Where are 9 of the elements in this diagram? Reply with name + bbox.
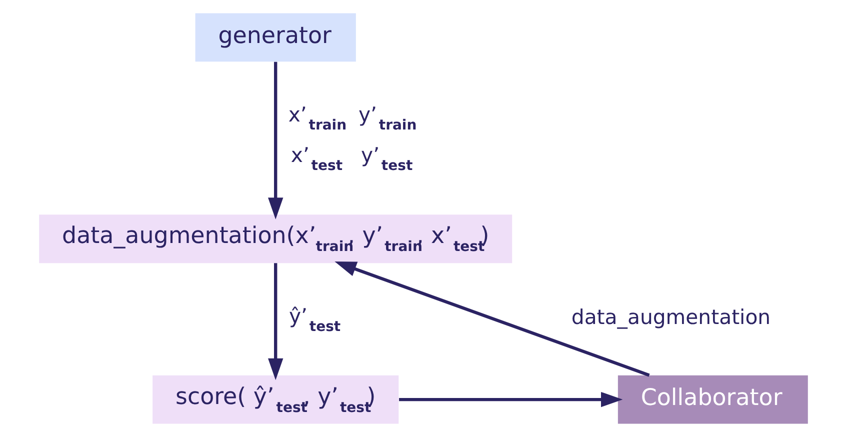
node-box: Collaborator bbox=[618, 375, 808, 424]
arrow bbox=[268, 263, 284, 380]
arrow bbox=[334, 262, 650, 377]
edge-label: data_augmentation bbox=[571, 305, 771, 330]
arrow bbox=[268, 62, 284, 220]
node-box: generator bbox=[195, 13, 356, 62]
arrow bbox=[399, 392, 623, 408]
edge-label: ŷ’$_{test}$ bbox=[288, 304, 341, 335]
edge-label: x’$_{train}$ y’$_{train}$ x’$_{test}$ y’$_{test}$ bbox=[288, 102, 417, 174]
